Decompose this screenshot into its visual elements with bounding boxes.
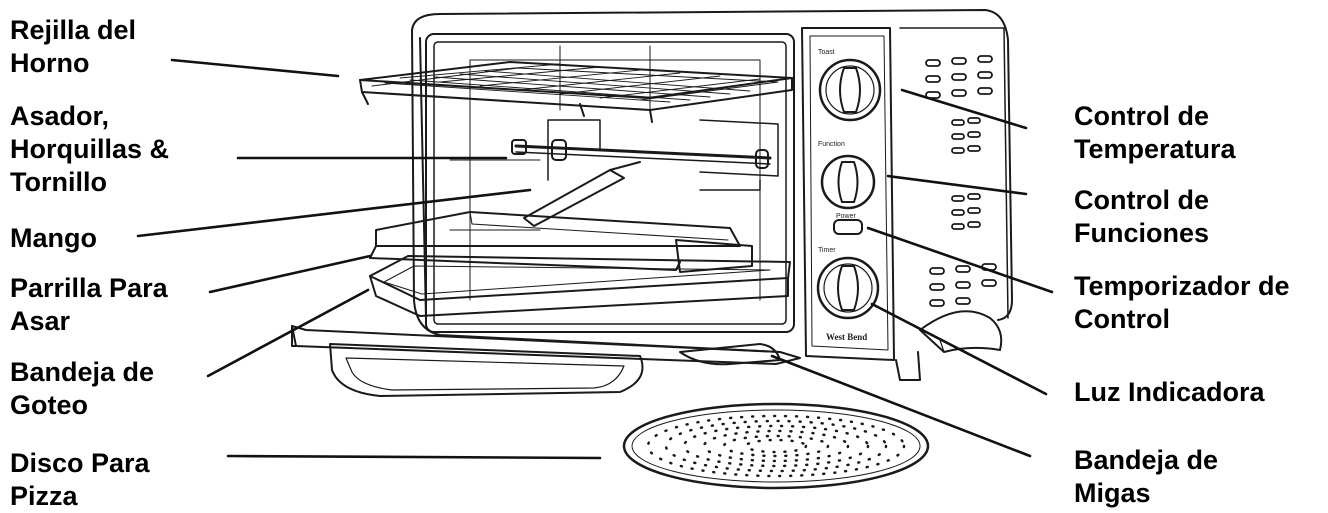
pizza-disc — [624, 404, 928, 488]
panel-knob2-label: Function — [818, 141, 845, 148]
leader-bandeja-goteo — [208, 290, 368, 376]
broil-rack — [370, 212, 752, 272]
oven-door — [292, 326, 800, 396]
rotisserie-spit — [512, 120, 778, 190]
leader-parrilla — [210, 256, 370, 292]
oven-rack — [360, 62, 792, 122]
panel-knob3-label: Timer — [818, 247, 836, 254]
power-indicator-light — [834, 220, 862, 234]
oven-body — [412, 10, 1012, 380]
drip-pan — [370, 256, 790, 316]
leader-disco — [228, 456, 600, 458]
leader-control-func — [888, 176, 1026, 194]
panel-power-label: Power — [836, 213, 857, 220]
leader-luz — [872, 304, 1046, 394]
function-knob — [822, 156, 874, 208]
temperature-knob — [820, 60, 880, 120]
brand-logo: West Bend — [826, 332, 867, 342]
timer-knob — [818, 258, 878, 318]
leader-rejilla — [172, 60, 338, 76]
panel-knob1-label: Toast — [818, 49, 835, 56]
